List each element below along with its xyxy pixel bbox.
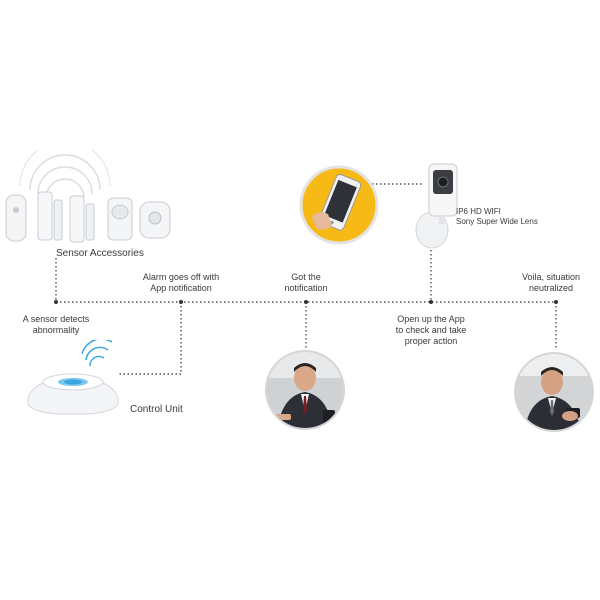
step-label-line: App notification xyxy=(150,283,212,293)
step-label-line: A sensor detects xyxy=(22,314,90,324)
step-label-line: to check and take xyxy=(395,325,467,335)
step-label-line: notification xyxy=(284,283,328,293)
step-label-line: proper action xyxy=(404,336,458,346)
camera-icon xyxy=(415,163,458,249)
sensor-accessories-image xyxy=(5,150,171,243)
panic-button-icon xyxy=(139,201,171,239)
camera-label-line1: IP6 HD WIFI xyxy=(456,207,501,216)
timeline-node xyxy=(429,300,433,304)
timeline-node xyxy=(554,300,558,304)
step-label-line: Got the xyxy=(291,272,321,282)
camera-label-line2: Sony Super Wide Lens xyxy=(456,217,538,226)
step-label-line: abnormality xyxy=(32,325,80,335)
phone-icon xyxy=(319,173,362,231)
sensor-accessories-label: Sensor Accessories xyxy=(56,248,144,259)
step-label-line: Alarm goes off with xyxy=(142,272,220,282)
timeline-node xyxy=(54,300,58,304)
phone-notification-image xyxy=(299,165,379,245)
camera-label: IP6 HD WIFI Sony Super Wide Lens xyxy=(456,207,538,227)
person-neutralized-photo xyxy=(514,352,594,432)
door-sensor-icon xyxy=(5,191,95,243)
control-unit-icon xyxy=(27,340,119,415)
step-label-line: Voila, situation xyxy=(521,272,581,282)
step-label-line: Open up the App xyxy=(397,314,465,324)
wifi-signal-icon xyxy=(81,340,113,367)
pir-sensor-icon xyxy=(107,197,133,241)
timeline-node xyxy=(304,300,308,304)
wifi-signal-icon xyxy=(19,150,111,199)
control-unit-label: Control Unit xyxy=(130,404,183,415)
timeline-node xyxy=(179,300,183,304)
person-notification-photo xyxy=(265,350,345,430)
step-label-line: neutralized xyxy=(528,283,574,293)
